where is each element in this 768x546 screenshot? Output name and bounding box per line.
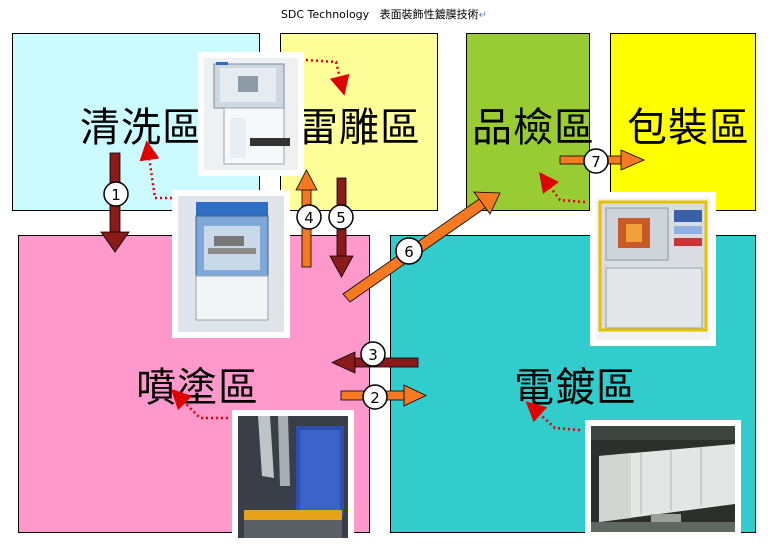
spraying-zone-label: 噴塗區 (136, 365, 259, 411)
packaging-zone: 包裝區 (610, 33, 756, 211)
step-number-6: 6 (404, 243, 414, 261)
step-number-1: 1 (111, 186, 121, 204)
step-3-arrow (331, 351, 419, 374)
step-marker-7: 7 (583, 148, 609, 174)
plating-pointer (525, 401, 581, 432)
spray-line-photo (232, 410, 354, 544)
step-number-2: 2 (370, 389, 380, 407)
step-marker-4: 4 (296, 204, 322, 230)
return-mark-icon: ↵ (478, 10, 488, 21)
inspection-zone: 品檢區 (466, 33, 594, 211)
laser-engraving-machine-photo (198, 52, 304, 176)
step-number-3: 3 (368, 346, 378, 364)
engraving-zone-label: 雷雕區 (298, 105, 421, 151)
environmental-test-chamber-photo (590, 192, 716, 346)
cleaning-pointer (139, 140, 172, 200)
inspection-zone-label: 品檢區 (472, 105, 595, 151)
step-number-7: 7 (591, 153, 601, 171)
spraying-pointer (170, 388, 228, 420)
packaging-zone-label: 包裝區 (627, 105, 750, 151)
title-subtitle: 表面裝飾性鍍膜技術 (379, 8, 479, 21)
engraving-pointer (305, 58, 350, 96)
step-number-4: 4 (304, 209, 314, 227)
step-marker-1: 1 (103, 181, 129, 207)
step-number-5: 5 (336, 209, 346, 227)
inspection-pointer (539, 172, 586, 204)
page-title: SDC Technology 表面裝飾性鍍膜技術↵ (0, 6, 768, 22)
step-marker-5: 5 (328, 204, 354, 230)
step-marker-3: 3 (360, 341, 386, 367)
vacuum-plating-line-photo (585, 420, 741, 538)
step-marker-2: 2 (362, 384, 388, 410)
company-name: SDC Technology (280, 8, 370, 21)
spray-booth-photo (172, 190, 290, 338)
step-marker-6: 6 (395, 237, 423, 265)
